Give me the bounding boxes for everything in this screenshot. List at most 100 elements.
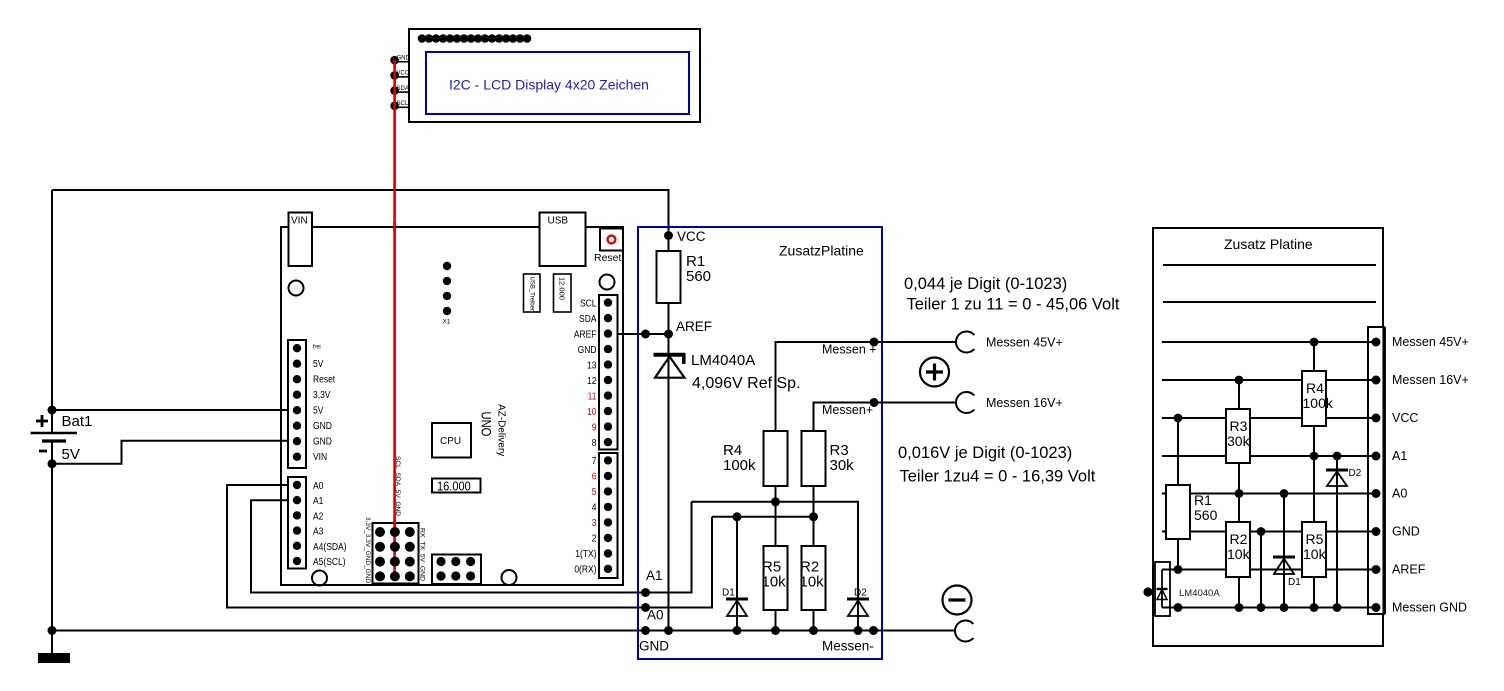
svg-text:R5: R5 — [762, 559, 781, 576]
svg-text:D2: D2 — [854, 588, 867, 599]
svg-text:VCC: VCC — [397, 71, 410, 77]
svg-text:6: 6 — [592, 471, 597, 482]
svg-text:A0: A0 — [647, 608, 664, 623]
svg-text:GND: GND — [578, 344, 597, 355]
svg-text:12: 12 — [587, 375, 596, 386]
svg-text:3.3V_3.3V_GND_GND: 3.3V_3.3V_GND_GND — [364, 517, 371, 583]
svg-text:4: 4 — [592, 502, 597, 513]
svg-text:11: 11 — [588, 391, 597, 402]
svg-text:VIN: VIN — [313, 452, 327, 463]
svg-text:5V: 5V — [62, 446, 80, 463]
svg-text:Messen GND: Messen GND — [1392, 601, 1467, 615]
svg-text:A1: A1 — [646, 568, 663, 583]
svg-text:I2C - LCD Display 4x20 Zeichen: I2C - LCD Display 4x20 Zeichen — [449, 77, 649, 93]
svg-text:0(RX): 0(RX) — [574, 564, 596, 575]
svg-text:A5(SCL): A5(SCL) — [313, 556, 346, 567]
svg-text:GND: GND — [313, 421, 332, 432]
svg-text:Teiler 1zu4 = 0 - 16,39 Volt: Teiler 1zu4 = 0 - 16,39 Volt — [900, 468, 1096, 486]
svg-text:R1: R1 — [1194, 492, 1212, 508]
svg-text:Messen-: Messen- — [822, 639, 874, 654]
svg-text:30k: 30k — [830, 457, 855, 474]
svg-text:Bat1: Bat1 — [62, 413, 93, 430]
svg-text:560: 560 — [686, 268, 711, 285]
svg-text:Reset: Reset — [594, 252, 622, 264]
svg-text:A1: A1 — [313, 496, 323, 507]
svg-text:10: 10 — [587, 406, 596, 417]
svg-text:10k: 10k — [800, 574, 825, 591]
svg-text:VIN: VIN — [291, 216, 308, 227]
svg-text:100k: 100k — [1303, 395, 1334, 411]
svg-text:16.000: 16.000 — [437, 479, 471, 494]
svg-text:UNO: UNO — [478, 412, 493, 437]
svg-text:Messen+: Messen+ — [822, 403, 873, 417]
svg-text:Messen 16V+: Messen 16V+ — [986, 396, 1063, 410]
svg-text:X1: X1 — [443, 319, 451, 326]
svg-text:7: 7 — [592, 456, 597, 467]
svg-text:Messen 16V+: Messen 16V+ — [1392, 373, 1469, 387]
svg-text:R3: R3 — [1230, 418, 1248, 434]
svg-text:SCL: SCL — [580, 298, 597, 309]
svg-text:3: 3 — [592, 518, 597, 529]
svg-text:13: 13 — [587, 360, 596, 371]
svg-text:AREF: AREF — [676, 319, 712, 334]
svg-text:560: 560 — [1194, 507, 1218, 523]
svg-text:SCL: SCL — [397, 101, 409, 107]
svg-text:2: 2 — [592, 533, 597, 544]
svg-text:VCC: VCC — [677, 229, 706, 244]
svg-text:1(TX): 1(TX) — [575, 549, 596, 560]
svg-text:10k: 10k — [762, 574, 787, 591]
svg-text:A4(SDA): A4(SDA) — [313, 541, 346, 552]
svg-text:Zusatz Platine: Zusatz Platine — [1224, 236, 1313, 252]
svg-text:R1: R1 — [686, 253, 705, 270]
svg-text:SDA: SDA — [397, 86, 409, 92]
svg-text:Reset: Reset — [313, 374, 336, 385]
svg-text:R4: R4 — [723, 442, 742, 459]
svg-text:D1: D1 — [722, 588, 735, 599]
svg-text:5: 5 — [592, 487, 597, 498]
svg-text:8: 8 — [592, 437, 597, 448]
svg-text:5V: 5V — [313, 405, 324, 416]
svg-text:CPU: CPU — [440, 436, 461, 447]
svg-text:ZusatzPlatine: ZusatzPlatine — [779, 243, 864, 259]
svg-text:D2: D2 — [1349, 468, 1362, 479]
svg-text:Messen +: Messen + — [822, 343, 877, 357]
svg-text:Teiler 1 zu 11 = 0 - 45,06 Vol: Teiler 1 zu 11 = 0 - 45,06 Volt — [907, 296, 1120, 314]
svg-text:LM4040A: LM4040A — [1179, 588, 1220, 599]
svg-text:GND: GND — [639, 639, 669, 654]
svg-text:12.000: 12.000 — [558, 277, 567, 300]
svg-text:9: 9 — [592, 422, 597, 433]
svg-text:GND: GND — [1392, 525, 1420, 539]
svg-text:USB: USB — [548, 216, 569, 227]
svg-text:10k: 10k — [1303, 546, 1327, 562]
svg-text:GND: GND — [397, 56, 411, 62]
svg-text:AREF: AREF — [1392, 563, 1426, 577]
svg-text:R5: R5 — [1306, 531, 1324, 547]
svg-text:Messen 45V+: Messen 45V+ — [1392, 335, 1469, 349]
svg-text:RX_TX_5V_GND: RX_TX_5V_GND — [419, 528, 426, 581]
svg-text:3,3V: 3,3V — [313, 390, 331, 401]
svg-text:frei: frei — [313, 344, 321, 350]
svg-text:A3: A3 — [313, 526, 323, 537]
svg-text:0,016V je Digit (0-1023): 0,016V je Digit (0-1023) — [898, 444, 1072, 462]
svg-text:R2: R2 — [800, 559, 819, 576]
svg-text:SDA: SDA — [579, 313, 597, 324]
svg-text:A0: A0 — [1392, 487, 1407, 501]
svg-text:Messen 45V+: Messen 45V+ — [986, 336, 1063, 350]
svg-text:A0: A0 — [313, 480, 323, 491]
svg-text:D1: D1 — [1288, 577, 1301, 588]
svg-text:4,096V Ref Sp.: 4,096V Ref Sp. — [692, 375, 801, 392]
svg-text:R3: R3 — [830, 442, 849, 459]
svg-text:5V: 5V — [313, 359, 324, 370]
svg-text:AREF: AREF — [574, 329, 597, 340]
svg-text:USB_Treiber: USB_Treiber — [529, 277, 535, 311]
svg-text:AZ-Delivery: AZ-Delivery — [496, 404, 507, 456]
svg-text:R4: R4 — [1306, 380, 1324, 396]
svg-text:A1: A1 — [1392, 449, 1407, 463]
svg-text:SCL_SDA_5V_GND: SCL_SDA_5V_GND — [394, 456, 401, 516]
svg-text:VCC: VCC — [1392, 411, 1418, 425]
svg-text:30k: 30k — [1227, 433, 1251, 449]
svg-text:100k: 100k — [723, 457, 756, 474]
svg-text:LM4040A: LM4040A — [691, 352, 755, 369]
svg-text:R2: R2 — [1230, 531, 1248, 547]
svg-text:0,044 je Digit (0-1023): 0,044 je Digit (0-1023) — [904, 275, 1067, 293]
